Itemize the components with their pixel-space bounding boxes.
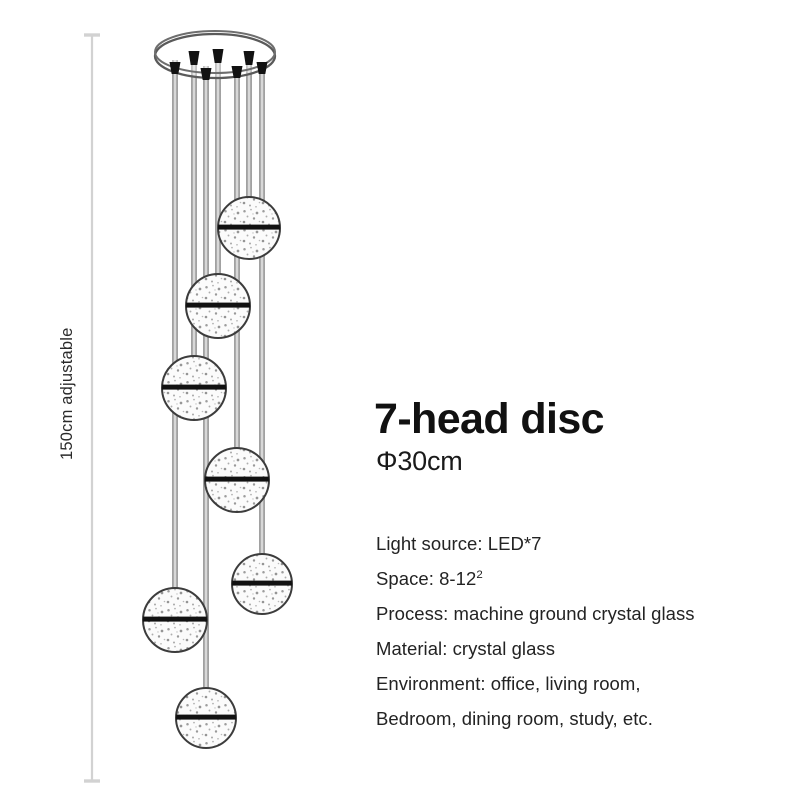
spec-text: Space: 8-12 xyxy=(376,568,477,589)
list-item: Space: 8-122 xyxy=(376,561,796,596)
page-title: 7-head disc xyxy=(374,395,605,443)
crystal-sphere xyxy=(175,687,237,749)
specification-panel: 7-head disc Φ30cm Light source: LED*7 Sp… xyxy=(374,395,789,729)
list-item: Process: machine ground crystal glass xyxy=(376,596,796,631)
list-item: Material: crystal glass xyxy=(376,631,796,666)
spec-text: Material: crystal glass xyxy=(376,638,556,659)
spec-text: Process: machine ground crystal glass xyxy=(376,603,695,624)
spec-text: Environment: office, living room, xyxy=(376,673,641,694)
crystal-sphere xyxy=(231,553,293,615)
crystal-sphere xyxy=(204,447,270,513)
canopy-connectors xyxy=(169,49,268,80)
crystal-sphere xyxy=(217,196,281,260)
spec-list: Light source: LED*7 Space: 8-122 Process… xyxy=(376,526,796,736)
crystal-sphere xyxy=(161,355,227,421)
pendant-lamp-illustration xyxy=(142,30,293,749)
crystal-sphere xyxy=(185,273,251,339)
list-item: Light source: LED*7 xyxy=(376,526,796,561)
list-item: Environment: office, living room, xyxy=(376,666,796,701)
spec-text: Bedroom, dining room, study, etc. xyxy=(376,708,653,729)
spec-superscript: 2 xyxy=(476,568,483,581)
crystal-sphere xyxy=(142,587,208,653)
crystal-glass-spheres xyxy=(142,196,293,749)
list-item: Bedroom, dining room, study, etc. xyxy=(376,701,796,736)
dimension-line xyxy=(84,33,100,783)
dimension-label: 150cm adjustable xyxy=(58,327,76,460)
product-diameter: Φ30cm xyxy=(376,445,463,476)
spec-text: Light source: LED*7 xyxy=(376,533,542,554)
